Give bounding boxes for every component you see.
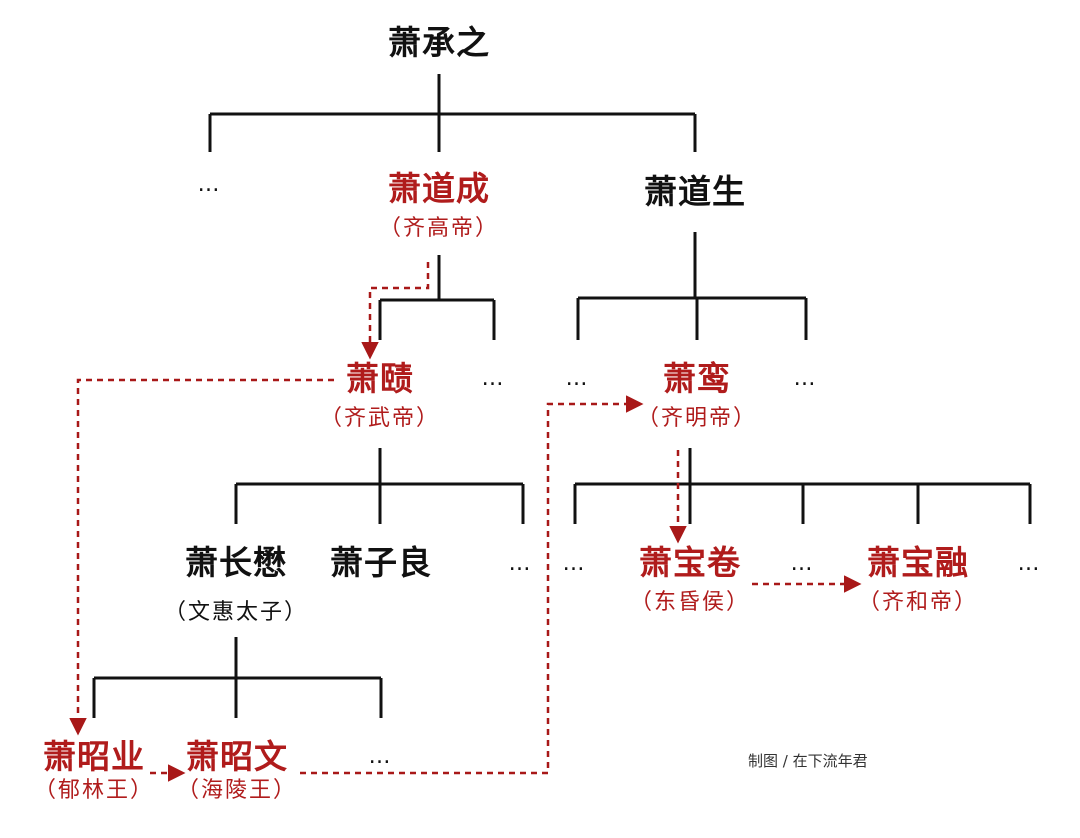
ellipsis-gen4-luan-right: …	[1017, 551, 1043, 576]
person-title: （齐和帝）	[857, 590, 979, 615]
connector-daosheng	[576, 232, 808, 340]
tree-connectors	[92, 74, 1032, 718]
node-xiao-daocheng: 萧道成 （齐高帝）	[379, 172, 499, 240]
person-name: 萧长懋	[184, 543, 287, 582]
person-title: （海陵王）	[176, 778, 298, 803]
person-name: 萧承之	[388, 23, 490, 62]
connector-chengzhi	[208, 74, 697, 152]
person-title: （齐明帝）	[636, 406, 758, 431]
chart-credit: 制图 / 在下流年君	[748, 752, 868, 770]
node-xiao-daosheng: 萧道生	[644, 175, 746, 208]
person-name: 萧宝卷	[638, 543, 741, 582]
person-name: 萧道生	[644, 172, 746, 211]
person-name: 萧鸾	[662, 359, 731, 398]
succession-ze-to-zhaoye	[69, 378, 334, 736]
connector-zhangmao	[92, 637, 383, 718]
ellipsis-gen4-luan-left: …	[562, 551, 588, 576]
person-name: 萧子良	[330, 543, 432, 582]
ellipsis-gen4-luan-middle: …	[790, 551, 816, 576]
person-name: 萧昭文	[185, 737, 288, 776]
person-title: （齐高帝）	[378, 216, 500, 241]
person-title: （齐武帝）	[319, 406, 441, 431]
connector-ze	[234, 448, 525, 524]
node-xiao-zhangmao: 萧长懋 （文惠太子）	[164, 546, 308, 624]
person-name: 萧宝融	[866, 543, 969, 582]
person-name: 萧赜	[345, 359, 414, 398]
node-xiao-chengzhi: 萧承之	[388, 26, 490, 59]
connector-daocheng	[378, 255, 496, 340]
succession-arrows	[69, 262, 862, 782]
node-xiao-ze: 萧赜 （齐武帝）	[320, 362, 440, 430]
ellipsis-gen5-zhangmao: …	[368, 744, 394, 769]
person-title: （郁林王）	[33, 778, 155, 803]
connector-luan	[573, 448, 1032, 524]
succession-daocheng-to-ze	[361, 262, 430, 360]
ellipsis-gen3-daosheng-right: …	[793, 366, 819, 391]
person-name: 萧昭业	[42, 737, 145, 776]
ellipsis-gen3-daosheng-left: …	[565, 366, 591, 391]
person-title: （东昏侯）	[629, 590, 751, 615]
node-xiao-baojuan: 萧宝卷 （东昏侯）	[630, 546, 750, 614]
node-xiao-zhaoye: 萧昭业 （郁林王）	[34, 740, 154, 802]
person-title: （文惠太子）	[163, 600, 309, 625]
node-xiao-luan: 萧鸾 （齐明帝）	[637, 362, 757, 430]
node-xiao-baorong: 萧宝融 （齐和帝）	[858, 546, 978, 614]
ellipsis-gen2-left: …	[197, 172, 223, 197]
ellipsis-gen4-ze: …	[508, 551, 534, 576]
node-xiao-ziliang: 萧子良	[330, 546, 432, 579]
ellipsis-gen3-daocheng: …	[481, 366, 507, 391]
person-name: 萧道成	[387, 169, 490, 208]
node-xiao-zhaowen: 萧昭文 （海陵王）	[177, 740, 297, 802]
succession-zhaowen-to-luan	[300, 395, 644, 775]
